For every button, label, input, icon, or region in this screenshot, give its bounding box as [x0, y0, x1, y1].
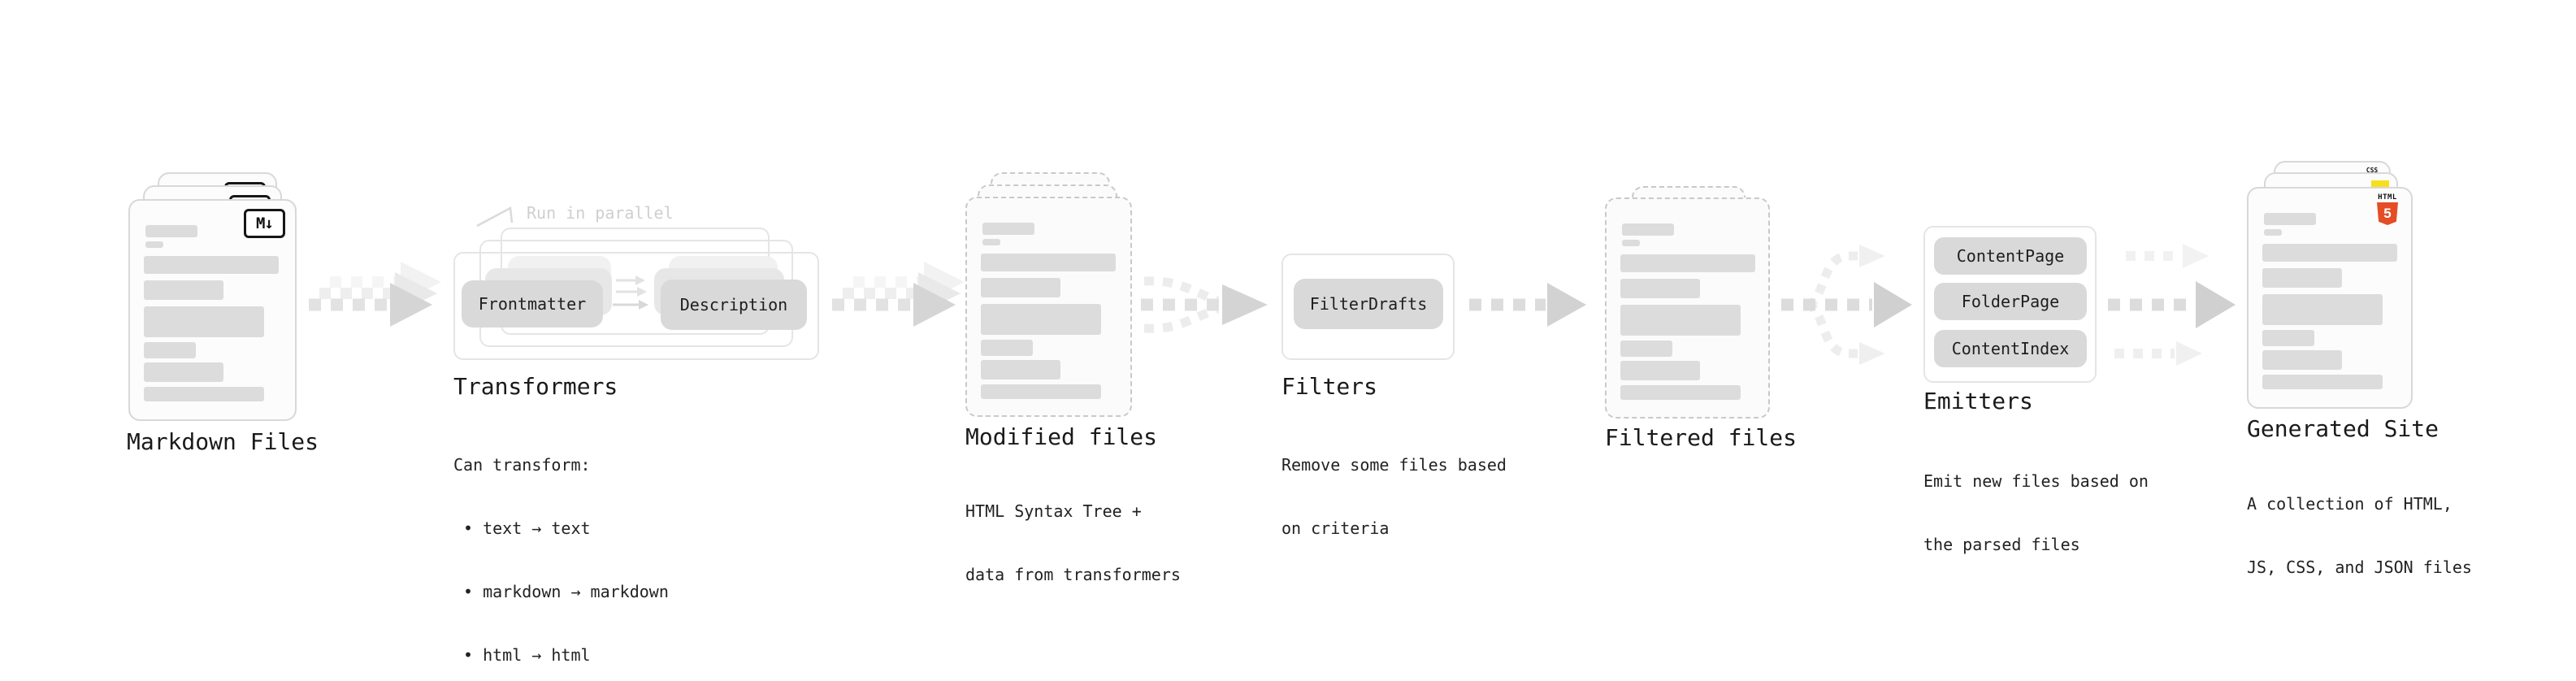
markdown-icon: M↓ — [244, 209, 285, 238]
doc-content-bars — [130, 201, 295, 419]
filters-frame — [1281, 254, 1455, 360]
transformer-pill-frontmatter: Frontmatter — [462, 280, 603, 327]
filters-title: Filters — [1281, 373, 1378, 400]
modified-file-card — [965, 197, 1132, 417]
emitters-frame — [1923, 226, 2097, 383]
filtered-files-title: Filtered files — [1605, 424, 1798, 451]
generated-site-description: A collection of HTML, JS, CSS, and JSON … — [2247, 494, 2472, 577]
filtered-file-card — [1605, 197, 1770, 419]
filters-description: Remove some files based on criteria — [1281, 455, 1507, 538]
emitters-description: Emit new files based on the parsed files — [1923, 471, 2149, 554]
arrow-merge-into-filters — [1141, 276, 1268, 333]
markdown-file-card: M↓ — [128, 199, 297, 421]
modified-files-description: HTML Syntax Tree + data from transformer… — [965, 501, 1181, 584]
arrow-emitters-to-generated — [2108, 244, 2236, 366]
emitter-pill-contentpage: ContentPage — [1934, 237, 2087, 275]
doc-content-bars — [1607, 199, 1768, 417]
generated-site-title: Generated Site — [2247, 415, 2439, 442]
arrow-split-into-emitters — [1781, 245, 1912, 365]
emitter-pill-contentindex: ContentIndex — [1934, 330, 2087, 367]
filter-pill-filterdrafts: FilterDrafts — [1294, 279, 1443, 329]
emitter-pill-folderpage: FolderPage — [1934, 283, 2087, 320]
parallel-mini-arrows — [613, 275, 648, 310]
html5-file-icon: HTML 5 — [2374, 193, 2401, 225]
transformers-description: Can transform: • text → text • markdown … — [453, 455, 669, 665]
generated-file-card: HTML 5 — [2247, 187, 2413, 409]
arrow-markdown-to-transformers — [309, 262, 441, 327]
markdown-files-title: Markdown Files — [127, 428, 319, 455]
emitters-title: Emitters — [1923, 388, 2033, 414]
run-in-parallel-label: Run in parallel — [527, 203, 674, 223]
arrow-filters-to-filtered — [1469, 283, 1586, 327]
transformer-frame-front — [453, 252, 819, 360]
doc-content-bars — [967, 198, 1130, 415]
run-in-parallel-leader-line — [476, 206, 514, 228]
modified-files-title: Modified files — [965, 423, 1158, 450]
transformer-pill-description: Description — [661, 280, 807, 330]
arrow-transformers-to-modified — [832, 262, 965, 327]
transformers-title: Transformers — [453, 373, 618, 400]
doc-content-bars — [2249, 189, 2411, 407]
